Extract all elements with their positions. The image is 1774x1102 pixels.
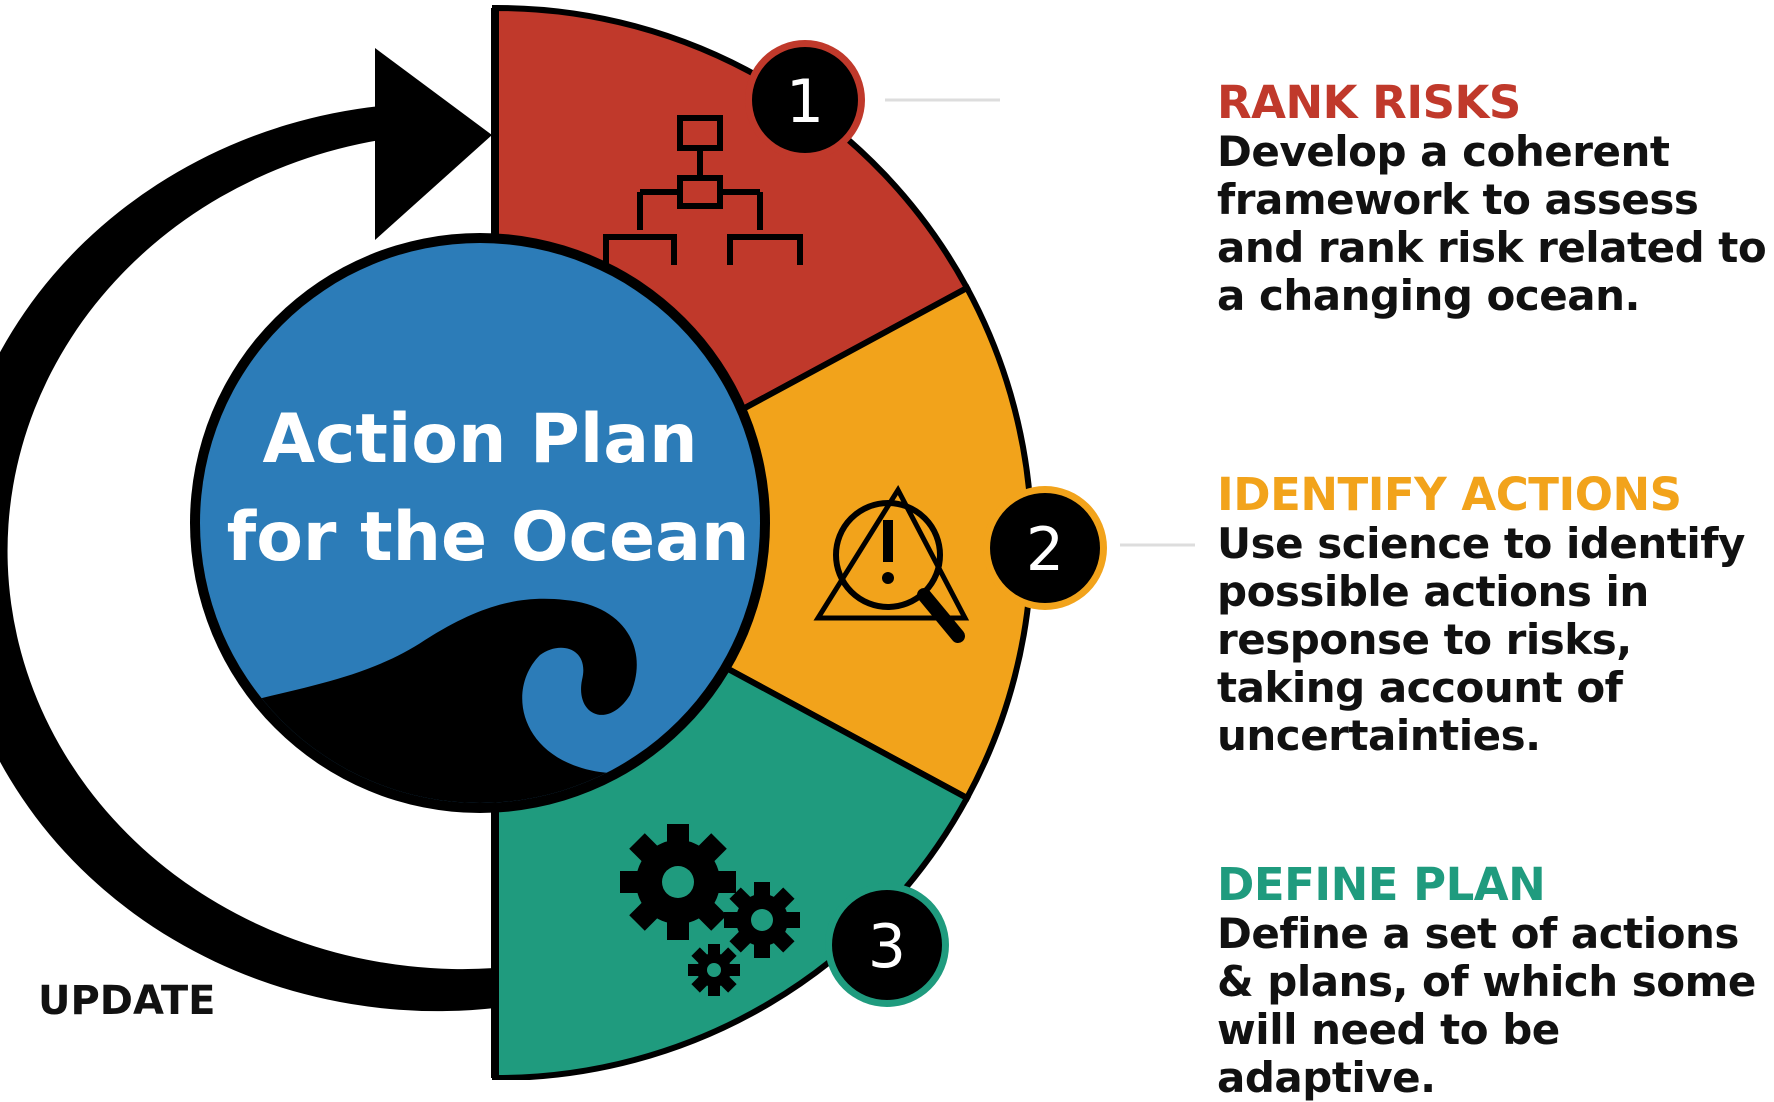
step-3-title: DEFINE PLAN [1217, 858, 1546, 911]
hierarchy-icon [603, 115, 803, 265]
step-3-text: DEFINE PLAN Define a set of actions & pl… [1217, 860, 1767, 1102]
update-label: UPDATE [38, 978, 216, 1024]
step-2-badge: 2 [983, 486, 1107, 610]
step-1-badge: 1 [745, 40, 865, 160]
step-1-number: 1 [786, 67, 824, 137]
step-3-badge: 3 [825, 883, 949, 1007]
step-3-number: 3 [868, 912, 906, 982]
step-2-title: IDENTIFY ACTIONS [1217, 468, 1682, 521]
gears-icon [620, 824, 800, 996]
center-title-line2: for the Ocean [227, 498, 750, 577]
step-2-number: 2 [1026, 515, 1064, 585]
update-cycle-arrow [0, 48, 495, 1012]
warning-magnifier-icon [813, 484, 970, 643]
step-3-description: Define a set of actions & plans, of whic… [1217, 909, 1756, 1102]
center-title-line1: Action Plan [263, 400, 698, 479]
step-2-description: Use science to identify possible actions… [1217, 519, 1745, 760]
wave-icon [200, 598, 760, 803]
step-1-title: RANK RISKS [1217, 76, 1521, 129]
step-2-text: IDENTIFY ACTIONS Use science to identify… [1217, 470, 1767, 760]
step-1-text: RANK RISKS Develop a coherent framework … [1217, 78, 1767, 320]
center-circle: Action Plan for the Ocean [190, 233, 770, 813]
step-1-description: Develop a coherent framework to assess a… [1217, 127, 1767, 320]
